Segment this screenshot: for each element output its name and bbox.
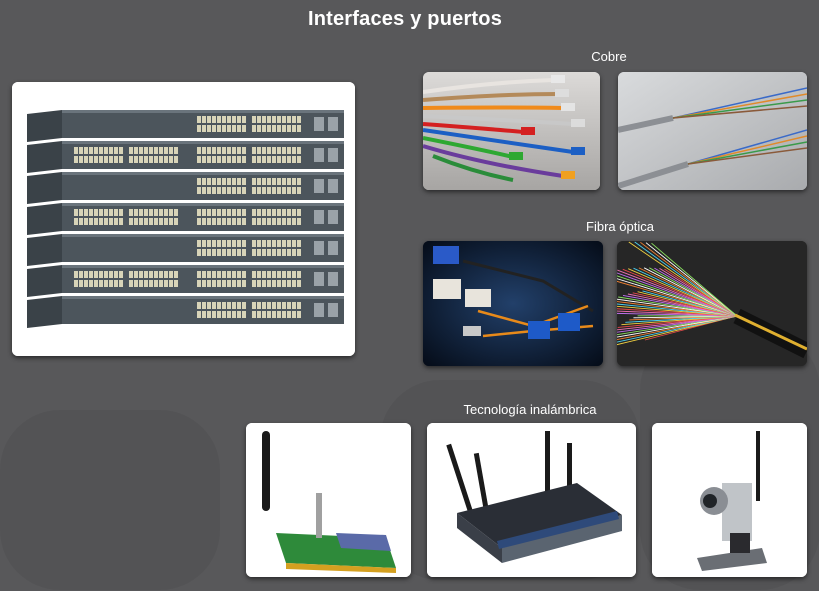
section-label-copper: Cobre — [591, 49, 627, 64]
wireless-pci-card-image — [246, 423, 411, 577]
fiber-connectors-graphic — [423, 241, 603, 366]
fiber-strands-image — [617, 241, 807, 366]
background-decoration — [0, 410, 220, 590]
section-label-wireless: Tecnología inalámbrica — [463, 402, 597, 417]
twisted-pair-wires-image — [618, 72, 807, 190]
page-title: Interfaces y puertos — [307, 8, 503, 30]
section-label-fiber: Fibra óptica — [586, 219, 654, 234]
fiber-connectors-image — [423, 241, 603, 366]
fiber-strands-graphic — [617, 241, 807, 366]
wireless-router-graphic — [427, 423, 636, 577]
copper-patch-cables-image — [423, 72, 600, 190]
switch-stack-graphic — [12, 82, 355, 356]
wireless-card-graphic — [246, 423, 411, 577]
wireless-camera-image — [652, 423, 807, 577]
wireless-camera-graphic — [652, 423, 807, 577]
wireless-router-image — [427, 423, 636, 577]
switch-stack-image — [12, 82, 355, 356]
twisted-pair-graphic — [618, 72, 807, 190]
patch-cables-graphic — [423, 72, 600, 190]
